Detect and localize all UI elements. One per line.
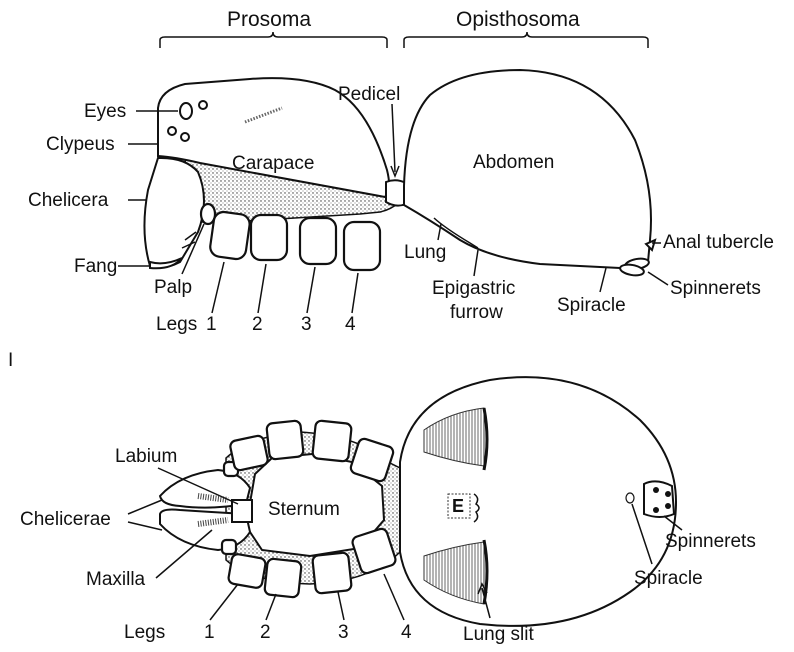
eye-large (180, 103, 192, 119)
spinnerets-side-label: Spinnerets (670, 278, 761, 299)
chelicerae-leader-top (128, 500, 162, 514)
chelicerae-leader-bottom (128, 522, 162, 530)
ventral-coxa-top-1 (229, 435, 268, 471)
legs-label: Legs (156, 314, 197, 335)
leg-3-number: 3 (301, 314, 312, 335)
ventral-coxa-top-3 (312, 420, 352, 462)
ventral-leg-1-leader (210, 584, 238, 620)
ventral-leg-2-leader (266, 594, 276, 620)
ventral-coxa-bottom-1 (228, 553, 267, 588)
chelicera-shape (144, 158, 204, 267)
spinneret-dot-4 (665, 503, 671, 509)
ventral-leg-1-number: 1 (204, 622, 215, 643)
pedicel-leader (392, 104, 395, 172)
side-view: Prosoma Opisthosoma Eyes (28, 8, 774, 335)
spiracle-side-leader (600, 268, 606, 292)
eyes-label: Eyes (84, 101, 126, 122)
ventral-coxa-bottom-3 (312, 552, 352, 594)
fang-label: Fang (74, 256, 117, 277)
spinneret-dot-1 (653, 487, 659, 493)
spiracle-ventral-label: Spiracle (634, 568, 703, 589)
abdomen-label: Abdomen (473, 152, 554, 173)
chelicera-label: Chelicera (28, 190, 109, 211)
eye-lower-2 (181, 133, 189, 141)
ventral-coxa-bottom-2 (264, 558, 302, 597)
ventral-leg-4-leader (384, 574, 404, 620)
palp-base-bottom (222, 540, 236, 554)
stray-mark: I (8, 350, 13, 371)
clypeus-label: Clypeus (46, 134, 115, 155)
leg-4-coxa (344, 222, 380, 270)
leg-2-coxa (251, 215, 287, 260)
epigyne-label: E (452, 496, 464, 516)
leg-1-number: 1 (206, 314, 217, 335)
eye-lower-1 (168, 127, 176, 135)
ventral-leg-3-number: 3 (338, 622, 349, 643)
ventral-leg-4-number: 4 (401, 622, 412, 643)
lung-slit-label: Lung slit (463, 624, 534, 645)
palp-label: Palp (154, 277, 192, 298)
spiracle-side-label: Spiracle (557, 295, 626, 316)
leg-1-leader (212, 262, 224, 313)
spinneret-dot-2 (665, 491, 671, 497)
carapace-label: Carapace (232, 153, 314, 174)
ventral-spiracle (626, 493, 634, 503)
lung-label: Lung (404, 242, 446, 263)
ventral-leg-2-number: 2 (260, 622, 271, 643)
spinneret-dot-3 (653, 507, 659, 513)
ventral-view: E Labium Chelicerae Maxilla Sternum Legs… (20, 377, 756, 645)
ventral-legs-label: Legs (124, 622, 165, 643)
opisthosoma-bracket (404, 32, 648, 48)
epigastric-label-line2: furrow (450, 302, 503, 323)
ventral-spinnerets (644, 481, 674, 517)
spinnerets-side-leader (648, 272, 668, 285)
opisthosoma-label: Opisthosoma (456, 8, 580, 31)
prosoma-label: Prosoma (227, 8, 311, 31)
leg-2-leader (258, 264, 266, 313)
pedicel-label: Pedicel (338, 84, 400, 105)
ventral-leg-3-leader (338, 592, 344, 620)
spinnerets-ventral-label: Spinnerets (665, 531, 756, 552)
sternum-label: Sternum (268, 499, 340, 520)
anal-tubercle-label: Anal tubercle (663, 232, 774, 253)
labium-label: Labium (115, 446, 177, 467)
prosoma-bracket (160, 32, 387, 48)
leg-1-coxa (209, 211, 251, 261)
eye-small-top (199, 101, 207, 109)
leg-2-number: 2 (252, 314, 263, 335)
leg-3-leader (307, 267, 315, 313)
leg-4-number: 4 (345, 314, 356, 335)
leg-4-leader (352, 273, 358, 313)
chelicerae-label: Chelicerae (20, 509, 111, 530)
maxilla-label: Maxilla (86, 569, 146, 590)
epigastric-leader (474, 250, 478, 276)
ventral-coxa-top-2 (266, 420, 304, 459)
leg-3-coxa (300, 218, 336, 264)
epigastric-label-line1: Epigastric (432, 278, 515, 299)
